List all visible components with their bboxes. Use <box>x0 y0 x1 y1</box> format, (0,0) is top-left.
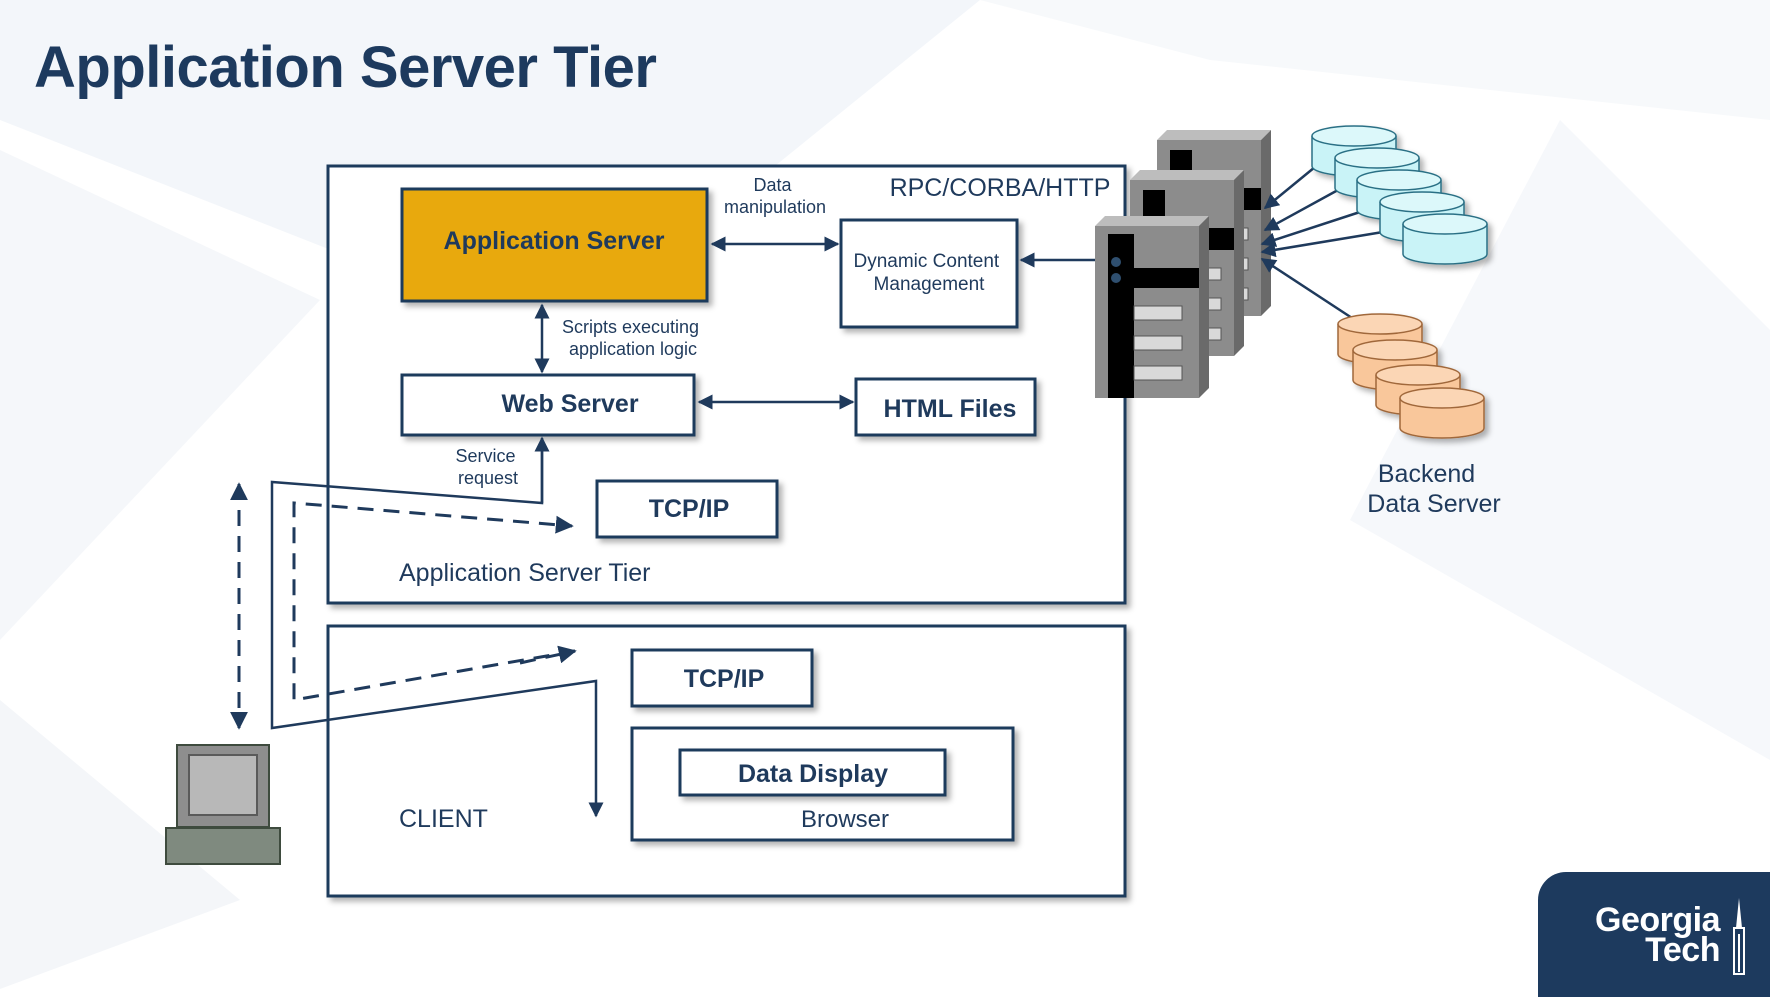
logo-badge <box>1538 872 1770 997</box>
tcpip-app-box <box>595 479 779 539</box>
dashed-response-path <box>292 501 576 702</box>
tcpip-client-box <box>630 648 814 708</box>
scripts-note-label: Scripts executing application logic <box>562 317 704 359</box>
backend-label: Backend Data Server <box>1367 460 1500 518</box>
dashed-client-arrow <box>519 645 577 665</box>
scripts-note-line-1: Scripts executing <box>562 317 699 337</box>
html-files-label: HTML Files <box>884 395 1017 423</box>
tech-tower-icon <box>1733 898 1745 975</box>
data-manipulation-label: Data manipulation <box>724 175 826 217</box>
db-server-arrow-4 <box>1260 230 1384 258</box>
scripts-note-line-2: application logic <box>569 339 697 359</box>
backend-label-line-2: Data Server <box>1367 490 1500 518</box>
app-tier-label: Application Server Tier <box>399 559 651 587</box>
tcpip-app-label: TCP/IP <box>649 495 730 523</box>
web-server-label: Web Server <box>501 390 638 418</box>
service-request-line-1: Service <box>455 446 515 466</box>
web-server-box <box>400 373 696 437</box>
application-server-box <box>400 187 709 303</box>
service-request-label: Service request <box>455 446 520 488</box>
logo-line-1: Georgia <box>1595 901 1720 939</box>
slide-title: Application Server Tier <box>34 35 657 100</box>
dynamic-content-line-2: Management <box>874 274 986 295</box>
backend-label-line-1: Backend <box>1378 460 1475 488</box>
data-manipulation-line-2: manipulation <box>724 197 826 217</box>
data-manipulation-line-1: Data <box>753 175 792 195</box>
html-files-box <box>854 377 1037 437</box>
db-server-arrow-3 <box>1260 210 1361 247</box>
client-label: CLIENT <box>399 805 488 833</box>
dynamic-content-box <box>839 218 1019 329</box>
tcpip-client-label: TCP/IP <box>684 665 765 693</box>
dynamic-content-line-1: Dynamic Content <box>853 251 999 272</box>
application-server-label: Application Server <box>444 227 665 255</box>
service-request-line-2: request <box>458 468 518 488</box>
data-display-box <box>678 748 947 797</box>
client-computer-icon <box>165 744 281 865</box>
dynamic-content-label: Dynamic Content Management <box>853 251 1004 295</box>
protocol-label: RPC/CORBA/HTTP <box>890 174 1111 202</box>
orange-database-stack <box>1337 313 1485 439</box>
logo-line-2: Tech <box>1645 931 1720 969</box>
db-server-arrow-5 <box>1260 257 1353 320</box>
georgia-tech-logo: Georgia Tech <box>1570 901 1720 969</box>
data-display-label: Data Display <box>738 760 888 788</box>
db-server-arrow-1 <box>1263 166 1316 209</box>
browser-label: Browser <box>801 806 889 833</box>
cyan-database-stack <box>1311 125 1488 265</box>
db-server-arrow-2 <box>1263 188 1339 232</box>
